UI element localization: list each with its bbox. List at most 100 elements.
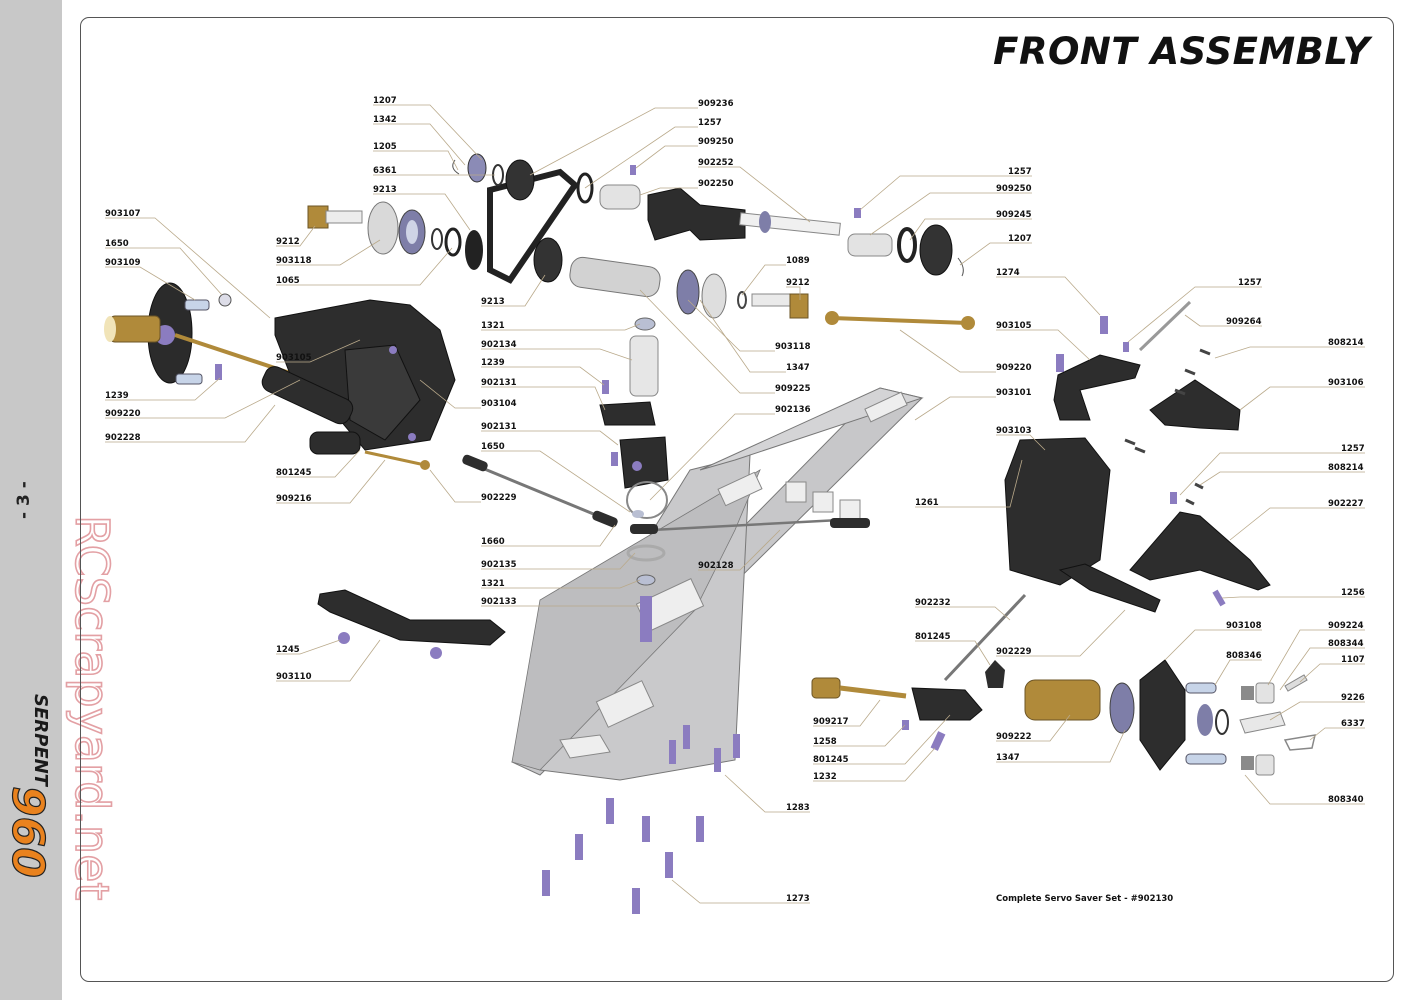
- part-label: 808340: [1328, 795, 1364, 805]
- part-label: 903118: [775, 342, 811, 352]
- sidebar: - 3 - SERPENT 960: [0, 0, 62, 1000]
- part-label: 1257: [1008, 167, 1032, 177]
- chassis-plate: [511, 387, 924, 781]
- part-label: 1342: [373, 115, 397, 125]
- part-label: 902250: [698, 179, 734, 189]
- part-label: 903104: [481, 399, 517, 409]
- part-label: 801245: [276, 468, 312, 478]
- part-label: 1347: [786, 363, 810, 373]
- part-label: 9213: [481, 297, 505, 307]
- part-label: 1347: [996, 753, 1020, 763]
- watermark: RCScrapyard.net: [64, 515, 120, 901]
- brand-logo: SERPENT 960: [6, 694, 54, 878]
- part-label: 902133: [481, 597, 517, 607]
- part-label: 801245: [915, 632, 951, 642]
- part-label: 909222: [996, 732, 1032, 742]
- part-label: 1232: [813, 772, 837, 782]
- part-label: 909264: [1226, 317, 1262, 327]
- callouts: 1207 1342 1205 6361 9213 903107 1650 903…: [105, 96, 1365, 904]
- part-label: 1239: [481, 358, 505, 368]
- servo-saver-stack: [462, 317, 870, 642]
- part-label: 1257: [1238, 278, 1262, 288]
- part-label: 902228: [105, 433, 141, 443]
- part-label: 808344: [1328, 639, 1364, 649]
- part-label: 909216: [276, 494, 312, 504]
- right-hub-assembly: [811, 659, 1316, 776]
- part-label: 9213: [373, 185, 397, 195]
- part-label: 1650: [481, 442, 505, 452]
- part-label: 1207: [373, 96, 397, 106]
- right-top-pulley: [847, 208, 964, 277]
- part-label: 903118: [276, 256, 312, 266]
- part-label: 801245: [813, 755, 849, 765]
- part-label: 903105: [996, 321, 1032, 331]
- part-label: 1283: [786, 803, 810, 813]
- part-label: 902135: [481, 560, 517, 570]
- center-diff-housing: [599, 165, 841, 241]
- part-label: 902229: [996, 647, 1032, 657]
- part-label: 1258: [813, 737, 837, 747]
- part-label: 1321: [481, 579, 505, 589]
- part-label: 902131: [481, 422, 517, 432]
- part-label: 902134: [481, 340, 517, 350]
- part-label: 902128: [698, 561, 734, 571]
- part-label: 1207: [1008, 234, 1032, 244]
- part-label: 903108: [1226, 621, 1262, 631]
- part-label: 9212: [786, 278, 810, 288]
- part-label: 902252: [698, 158, 734, 168]
- page-title: FRONT ASSEMBLY: [993, 30, 1370, 73]
- part-label: 909217: [813, 717, 849, 727]
- part-label: 9226: [1341, 693, 1365, 703]
- part-label: 808346: [1226, 651, 1262, 661]
- part-label: 902131: [481, 378, 517, 388]
- part-label: 909236: [698, 99, 734, 109]
- servo-saver-note: Complete Servo Saver Set - #902130: [996, 894, 1174, 904]
- part-label: 1257: [698, 118, 722, 128]
- bumper-plate: [317, 589, 506, 659]
- page-frame: [80, 17, 1394, 982]
- part-label: 909224: [1328, 621, 1364, 631]
- right-steering-block: [943, 437, 1271, 688]
- part-label: 903101: [996, 388, 1032, 398]
- part-label: 1089: [786, 256, 810, 266]
- part-label: 909220: [105, 409, 141, 419]
- part-label: 808214: [1328, 338, 1364, 348]
- part-label: 903106: [1328, 378, 1364, 388]
- part-label: 1239: [105, 391, 129, 401]
- part-label: 903105: [276, 353, 312, 363]
- svg-text:RCScrapyard.net: RCScrapyard.net: [65, 515, 119, 900]
- part-label: 902229: [481, 493, 517, 503]
- part-label: 9212: [276, 237, 300, 247]
- part-label: 1257: [1341, 444, 1365, 454]
- part-label: 909250: [698, 137, 734, 147]
- svg-text:960: 960: [6, 786, 53, 878]
- part-label: 902232: [915, 598, 951, 608]
- part-label: 903109: [105, 258, 141, 268]
- part-label: 1107: [1341, 655, 1365, 665]
- part-label: 903107: [105, 209, 141, 219]
- part-label: 909250: [996, 184, 1032, 194]
- part-label: 1274: [996, 268, 1020, 278]
- chassis-screws: [542, 725, 740, 914]
- part-label: 902136: [775, 405, 811, 415]
- part-label: 909225: [775, 384, 811, 394]
- part-label: 1273: [786, 894, 810, 904]
- part-label: 903103: [996, 426, 1032, 436]
- part-label: 1261: [915, 498, 939, 508]
- part-label: 1660: [481, 537, 505, 547]
- part-label: 909245: [996, 210, 1032, 220]
- part-label: 808214: [1328, 463, 1364, 473]
- part-label: 909220: [996, 363, 1032, 373]
- left-hub-assembly: [104, 282, 312, 385]
- part-label: 1256: [1341, 588, 1365, 598]
- part-label: 902227: [1328, 499, 1364, 509]
- part-label: 1245: [276, 645, 300, 655]
- part-label: 1065: [276, 276, 300, 286]
- svg-text:SERPENT: SERPENT: [30, 694, 51, 788]
- part-label: 903110: [276, 672, 312, 682]
- part-label: 1205: [373, 142, 397, 152]
- part-label: 6361: [373, 166, 397, 176]
- part-label: 6337: [1341, 719, 1365, 729]
- left-steering-block: [261, 299, 456, 470]
